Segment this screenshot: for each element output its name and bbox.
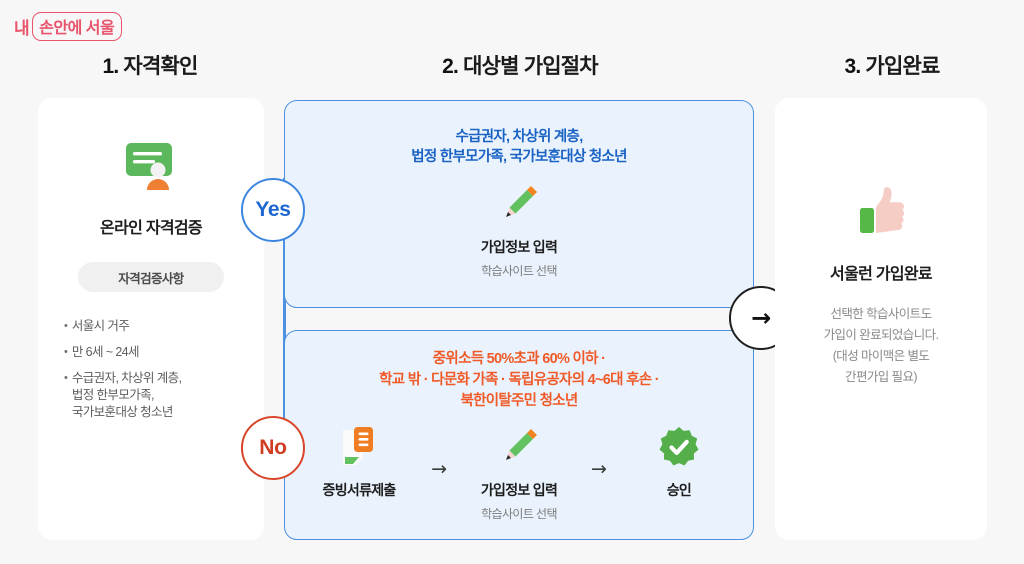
panel-yes-heading-line-1: 수급권자, 차상위 계층, (455, 129, 583, 145)
brand-logo-boxed: 손안에 서울 (32, 12, 123, 41)
column-title-2: 2. 대상별 가입절차 (280, 50, 760, 80)
criteria-text-3-line-3: 국가보훈대상 청소년 (71, 405, 174, 419)
panel-no-branch: 중위소득 50%초과 60% 이하 · 학교 밖 · 다문화 가족 · 독립유공… (284, 330, 754, 540)
column-label-1: 자격확인 (118, 55, 198, 78)
column-label-2: 대상별 가입절차 (458, 55, 598, 78)
completion-note-line-3: (대성 마이맥은 별도 (832, 349, 930, 363)
completion-note: 선택한 학습사이트도 가입이 완료되었습니다. (대성 마이맥은 별도 간편가입… (775, 304, 987, 388)
panel-no-heading-line-2: 학교 밖 · 다문화 가족 · 독립유공자의 4~6대 후손 · (379, 372, 659, 388)
branch-badge-no: No (241, 416, 305, 480)
panel-no-heading: 중위소득 50%초과 60% 이하 · 학교 밖 · 다문화 가족 · 독립유공… (285, 349, 753, 412)
pencil-icon (463, 424, 575, 470)
bullet-dot-icon: • (64, 320, 68, 332)
step-signup-info-sub: 학습사이트 선택 (481, 264, 557, 278)
step-arrow-icon-1: → (431, 458, 447, 480)
qualification-label: 온라인 자격검증 (100, 220, 203, 237)
step-signup-info-2-sub: 학습사이트 선택 (481, 507, 557, 521)
completion-note-line-4: 간편가입 필요) (845, 370, 917, 384)
brand-logo-prefix: 내 (14, 19, 30, 38)
brand-logo: 내 손안에 서울 (14, 12, 123, 41)
completion-note-line-2: 가입이 완료되었습니다. (823, 328, 939, 342)
step-approval-label: 승인 (666, 482, 692, 498)
step-approval: 승인 (623, 424, 735, 505)
step-arrow-icon-2: → (591, 458, 607, 480)
qualification-card: 온라인 자격검증 자격검증사항 • 서울시 거주 • 만 6세 ~ 24세 • … (38, 98, 264, 540)
branch-connector-vertical (283, 178, 286, 450)
step-signup-info: 가입정보 입력 학습사이트 선택 (285, 181, 753, 279)
pencil-icon (285, 181, 753, 227)
column-title-1: 1. 자격확인 (0, 50, 300, 80)
completion-card: 서울런 가입완료 선택한 학습사이트도 가입이 완료되었습니다. (대성 마이맥… (775, 98, 987, 540)
criteria-text-3-line-1: 수급권자, 차상위 계층, (71, 371, 182, 385)
column-number-1: 1. (102, 55, 119, 78)
document-upload-icon (303, 424, 415, 470)
step-document-submit: 증빙서류제출 (303, 424, 415, 505)
completion-note-line-1: 선택한 학습사이트도 (830, 307, 933, 321)
criteria-text-1: 서울시 거주 (71, 319, 130, 333)
completion-label: 서울런 가입완료 (830, 266, 933, 283)
check-badge-icon (623, 424, 735, 470)
step-signup-info-2: 가입정보 입력 학습사이트 선택 (463, 424, 575, 522)
bullet-dot-icon: • (64, 346, 68, 358)
qualification-criteria-pill[interactable]: 자격검증사항 (78, 262, 224, 292)
criteria-text-3: 수급권자, 차상위 계층, 법정 한부모가족, 국가보훈대상 청소년 (72, 370, 182, 421)
column-number-3: 3. (844, 55, 861, 78)
list-item: • 서울시 거주 (64, 318, 264, 335)
bullet-dot-icon: • (64, 372, 68, 384)
panel-no-heading-line-1: 중위소득 50%초과 60% 이하 · (432, 351, 606, 367)
panel-yes-heading: 수급권자, 차상위 계층, 법정 한부모가족, 국가보훈대상 청소년 (285, 127, 753, 167)
list-item: • 만 6세 ~ 24세 (64, 344, 264, 361)
panel-no-heading-line-3: 북한이탈주민 청소년 (460, 393, 578, 409)
step-signup-info-label: 가입정보 입력 (480, 239, 558, 255)
step-document-submit-label: 증빙서류제출 (322, 482, 397, 498)
step-signup-info-2-label: 가입정보 입력 (480, 482, 558, 498)
panel-yes-heading-line-2: 법정 한부모가족, 국가보훈대상 청소년 (411, 149, 627, 165)
criteria-text-2: 만 6세 ~ 24세 (71, 345, 140, 359)
panel-yes-branch: 수급권자, 차상위 계층, 법정 한부모가족, 국가보훈대상 청소년 가입정보 … (284, 100, 754, 308)
id-card-person-icon (38, 140, 264, 196)
column-number-2: 2. (442, 55, 459, 78)
criteria-list: • 서울시 거주 • 만 6세 ~ 24세 • 수급권자, 차상위 계층, 법정… (64, 318, 264, 421)
panel-no-steps: 증빙서류제출 → 가입정보 입력 학습사이트 선택 → (285, 424, 753, 522)
thumbs-up-icon (775, 184, 987, 242)
branch-badge-yes: Yes (241, 178, 305, 242)
list-item: • 수급권자, 차상위 계층, 법정 한부모가족, 국가보훈대상 청소년 (64, 370, 264, 421)
criteria-text-3-line-2: 법정 한부모가족, (71, 388, 155, 402)
column-title-3: 3. 가입완료 (760, 50, 1024, 80)
column-label-3: 가입완료 (860, 55, 940, 78)
